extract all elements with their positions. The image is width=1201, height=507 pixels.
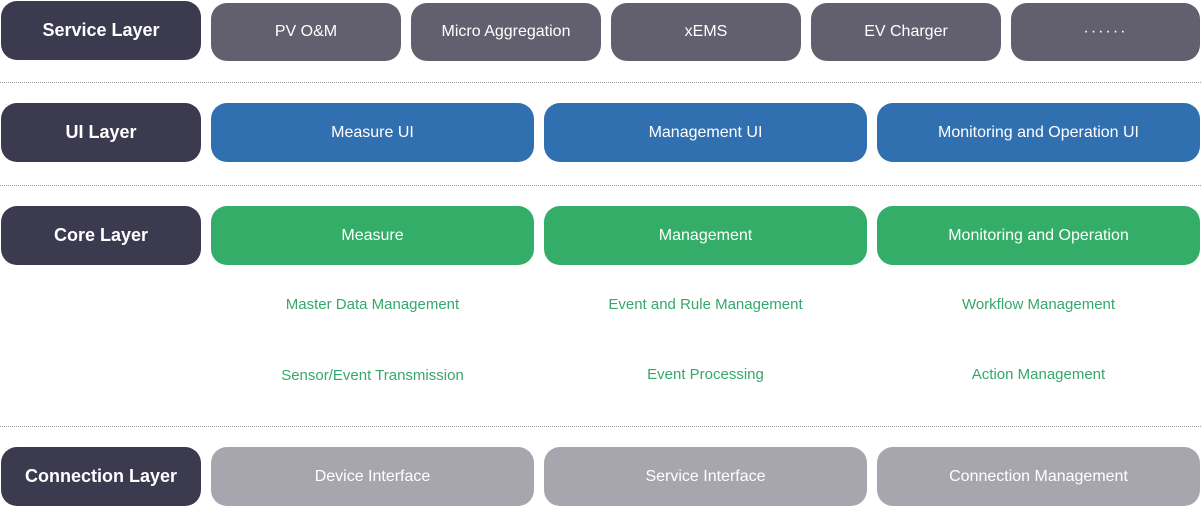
service-layer-label: Service Layer <box>1 1 201 60</box>
connection-layer-label: Connection Layer <box>1 447 201 506</box>
core-layer-label: Core Layer <box>1 206 201 265</box>
event-processing-text: Event Processing <box>647 365 764 383</box>
service-interface-box: Service Interface <box>544 447 867 506</box>
connection-management-box: Connection Management <box>877 447 1200 506</box>
service-item-xems: xEMS <box>611 3 801 61</box>
layer-divider <box>0 185 1201 186</box>
service-item-pv-om: PV O&M <box>211 3 401 61</box>
event-rule-management-text: Event and Rule Management <box>608 295 803 313</box>
layer-divider <box>0 426 1201 427</box>
management-ui-box: Management UI <box>544 103 867 162</box>
measure-ui-box: Measure UI <box>211 103 534 162</box>
measure-box: Measure <box>211 206 534 265</box>
device-interface-box: Device Interface <box>211 447 534 506</box>
action-management-text: Action Management <box>971 365 1106 383</box>
layer-divider <box>0 82 1201 83</box>
sensor-event-transmission-text: Sensor/Event Transmission <box>281 366 464 384</box>
monitoring-operation-box: Monitoring and Operation <box>877 206 1200 265</box>
monitoring-operation-ui-box: Monitoring and Operation UI <box>877 103 1200 162</box>
service-item-ev-charger: EV Charger <box>811 3 1001 61</box>
management-box: Management <box>544 206 867 265</box>
ui-layer-label: UI Layer <box>1 103 201 162</box>
service-item-more: ······ <box>1011 3 1200 61</box>
master-data-management-text: Master Data Management <box>285 295 460 313</box>
workflow-management-text: Workflow Management <box>961 295 1116 313</box>
service-item-micro-aggregation: Micro Aggregation <box>411 3 601 61</box>
